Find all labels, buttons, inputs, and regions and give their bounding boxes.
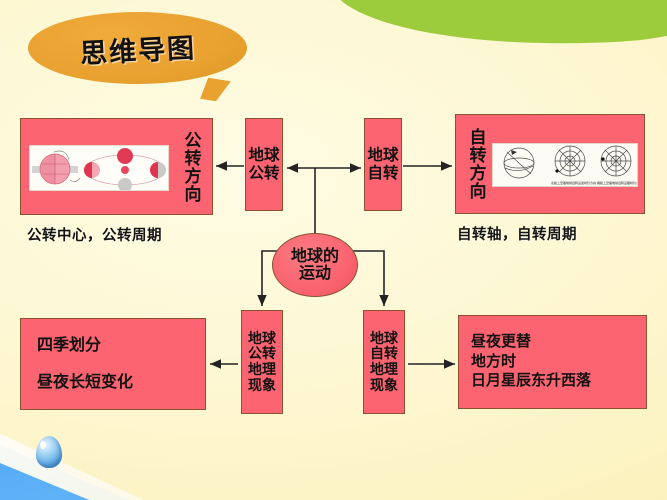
caption-rotation: 自转轴，自转周期 [457,227,577,243]
revolution-direction-label: 公转方向 [181,130,201,203]
water-droplet-icon [36,436,62,468]
node-rotation-geo-label: 地球自转地理现象 [370,329,398,393]
node-rotation-direction[interactable]: 自转方向 [455,114,645,214]
node-seasons-daylength[interactable]: 四季划分 昼夜长短变化 [20,318,206,410]
node-rotation-geo-phenomena[interactable]: 地球自转地理现象 [363,310,405,414]
daynight-line-2: 地方时 [471,352,517,370]
rotation-direction-label: 自转方向 [466,128,486,200]
seasons-line-2: 昼夜长短变化 [37,373,134,391]
svg-text:南极上空看地球自转呈顺时针方向: 南极上空看地球自转呈顺时针方向 [597,180,638,185]
center-line-1: 地球的 [290,247,339,265]
daynight-line-3: 日月星辰东升西落 [471,372,592,390]
node-earth-rotation-label: 地球自转 [367,147,399,182]
node-daynight-phenomena[interactable]: 昼夜更替 地方时 日月星辰东升西落 [458,315,647,409]
caption-revolution: 公转中心，公转周期 [27,228,162,244]
node-revolution-geo-label: 地球公转地理现象 [248,329,276,393]
node-center-earth-movement[interactable]: 地球的 运动 [272,233,358,297]
node-revolution-geo-phenomena[interactable]: 地球公转地理现象 [241,310,283,414]
earth-rotation-diagram: 北极上空看地球自转呈逆时针方向 南极上空看地球自转呈顺时针方向 [492,143,638,187]
node-revolution-direction[interactable]: 公转方向 [20,118,213,215]
title-callout: 思维导图 [28,12,247,103]
svg-text:北极上空看地球自转呈逆时针方向: 北极上空看地球自转呈逆时针方向 [551,180,596,185]
node-earth-revolution[interactable]: 地球公转 [245,118,283,211]
callout-tail [200,77,231,103]
node-earth-revolution-label: 地球公转 [248,147,280,182]
page-title: 思维导图 [78,32,197,69]
node-earth-rotation[interactable]: 地球自转 [364,118,402,211]
earth-revolution-diagram [29,145,169,191]
callout-bubble: 思维导图 [28,12,247,84]
daynight-line-1: 昼夜更替 [471,332,532,350]
center-line-2: 运动 [298,265,331,282]
seasons-line-1: 四季划分 [37,336,102,354]
